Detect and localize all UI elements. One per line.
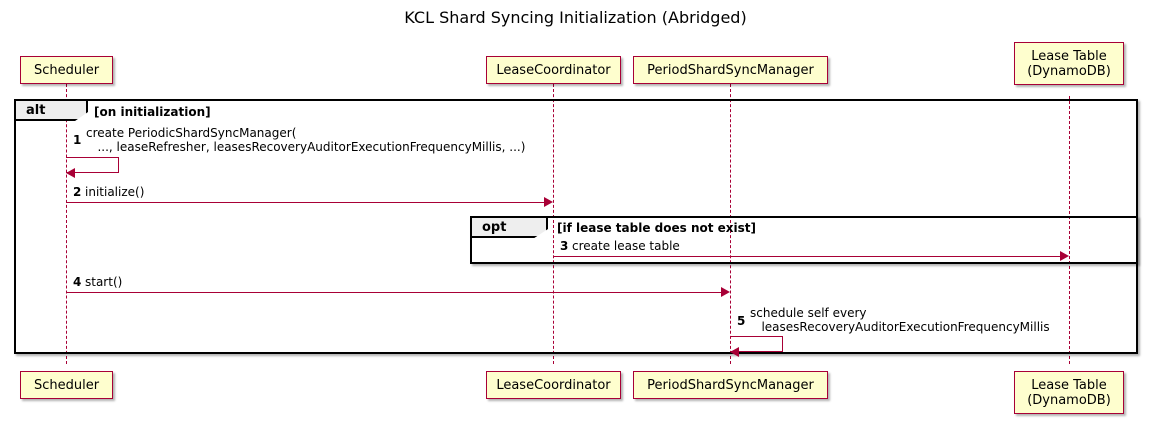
message-3-line: [553, 256, 1060, 257]
fragment-alt-keyword: alt: [26, 102, 46, 118]
participant-label: PeriodShardSyncManager: [647, 62, 814, 78]
message-2-line: [66, 202, 544, 203]
diagram-title: KCL Shard Syncing Initialization (Abridg…: [404, 8, 747, 27]
message-5-self-loop: [730, 336, 783, 352]
message-5-number: 5: [737, 314, 746, 328]
fragment-alt-guard: [on initialization]: [94, 105, 211, 119]
participant-label: Scheduler: [33, 377, 100, 393]
participant-label: PeriodShardSyncManager: [647, 377, 814, 393]
message-4-label: start(): [85, 275, 123, 289]
message-4-arrowhead: [721, 287, 730, 297]
lifeline-leasetable: [1069, 96, 1070, 364]
participant-label: LeaseCoordinator: [496, 62, 611, 78]
message-3-number: 3: [560, 239, 569, 253]
participant-label: Lease Table (DynamoDB): [1027, 48, 1111, 79]
lifeline-leasecoordinator: [553, 84, 554, 364]
message-2-label: initialize(): [85, 185, 145, 199]
participant-periodshardsyncmanager-bottom[interactable]: PeriodShardSyncManager: [633, 371, 828, 399]
participant-leasetable-top[interactable]: Lease Table (DynamoDB): [1014, 42, 1124, 85]
message-5-label: schedule self every leasesRecoveryAudito…: [750, 306, 1050, 334]
message-3-arrowhead: [1060, 251, 1069, 261]
participant-leasecoordinator-top[interactable]: LeaseCoordinator: [486, 56, 621, 84]
participant-label: Lease Table (DynamoDB): [1027, 377, 1111, 408]
participant-leasetable-bottom[interactable]: Lease Table (DynamoDB): [1014, 371, 1124, 414]
fragment-opt-tab: opt: [472, 218, 548, 238]
participant-scheduler-bottom[interactable]: Scheduler: [20, 371, 113, 399]
message-1-arrowhead: [66, 168, 75, 178]
message-4-line: [66, 292, 721, 293]
message-4-number: 4: [73, 275, 82, 289]
message-1-label: create PeriodicShardSyncManager( ..., le…: [86, 126, 526, 154]
participant-label: LeaseCoordinator: [496, 377, 611, 393]
message-5-arrowhead: [730, 347, 739, 357]
fragment-alt-tab: alt: [16, 101, 88, 121]
fragment-opt-keyword: opt: [482, 219, 507, 235]
message-1-number: 1: [73, 133, 82, 147]
participant-scheduler-top[interactable]: Scheduler: [20, 56, 113, 84]
message-3-label: create lease table: [572, 239, 680, 253]
lifeline-scheduler: [66, 84, 67, 364]
participant-leasecoordinator-bottom[interactable]: LeaseCoordinator: [486, 371, 621, 399]
message-2-arrowhead: [544, 197, 553, 207]
message-1-self-loop: [66, 157, 119, 173]
message-2-number: 2: [73, 185, 82, 199]
lifeline-periodshardsyncmanager: [730, 84, 731, 364]
fragment-opt: opt: [470, 216, 1138, 264]
participant-label: Scheduler: [33, 62, 100, 78]
fragment-opt-guard: [if lease table does not exist]: [557, 221, 757, 235]
participant-periodshardsyncmanager-top[interactable]: PeriodShardSyncManager: [633, 56, 828, 84]
